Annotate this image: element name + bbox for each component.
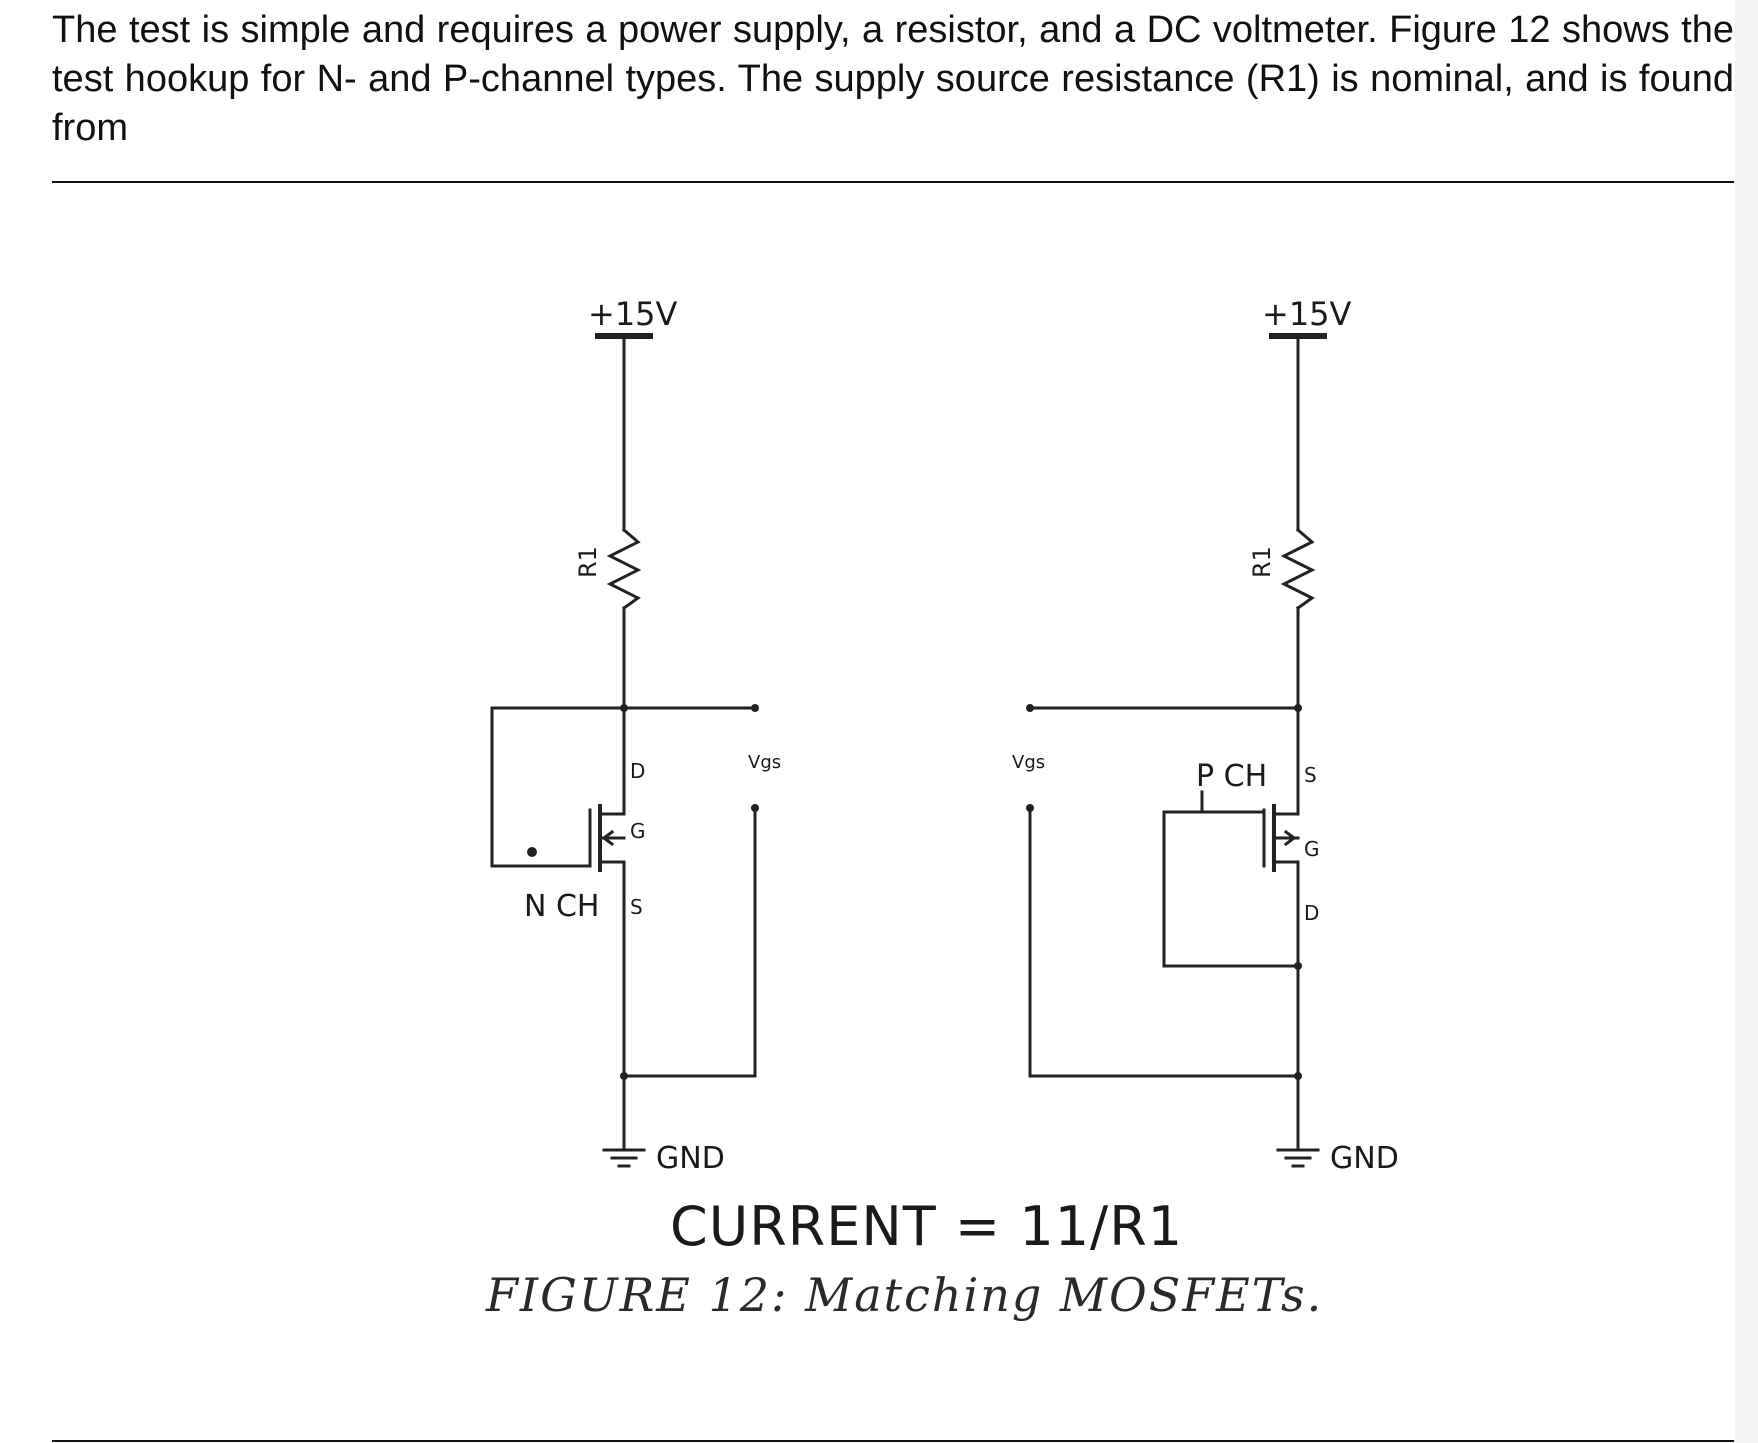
current-equation: CURRENT = 11/R1 xyxy=(670,1195,1184,1258)
left-drain-pin: D xyxy=(630,759,645,783)
left-gate-pin: G xyxy=(630,819,646,843)
section-divider-top xyxy=(52,181,1734,183)
body-paragraph: The test is simple and requires a power … xyxy=(52,9,1734,149)
right-gate-pin: G xyxy=(1304,837,1320,861)
right-ground-label: GND xyxy=(1330,1141,1399,1176)
right-supply-label: +15V xyxy=(1262,295,1352,333)
right-meter-label: Vgs xyxy=(1012,752,1045,773)
section-divider-bottom xyxy=(52,1440,1734,1442)
right-resistor-label: R1 xyxy=(1248,546,1276,578)
page-edge xyxy=(1735,0,1758,1443)
left-source-pin: S xyxy=(630,895,643,919)
left-transistor-label: N CH xyxy=(524,889,599,924)
right-drain-pin: D xyxy=(1304,901,1319,925)
left-resistor-label: R1 xyxy=(574,546,602,578)
figure-caption: FIGURE 12: Matching MOSFETs. xyxy=(486,1268,1324,1322)
right-transistor-label: P CH xyxy=(1196,759,1267,794)
left-ground-label: GND xyxy=(656,1141,725,1176)
right-resistor xyxy=(1280,527,1316,611)
left-resistor xyxy=(606,527,642,611)
right-source-pin: S xyxy=(1304,763,1317,787)
left-meter-label: Vgs xyxy=(748,752,781,773)
left-supply-label: +15V xyxy=(588,295,678,333)
